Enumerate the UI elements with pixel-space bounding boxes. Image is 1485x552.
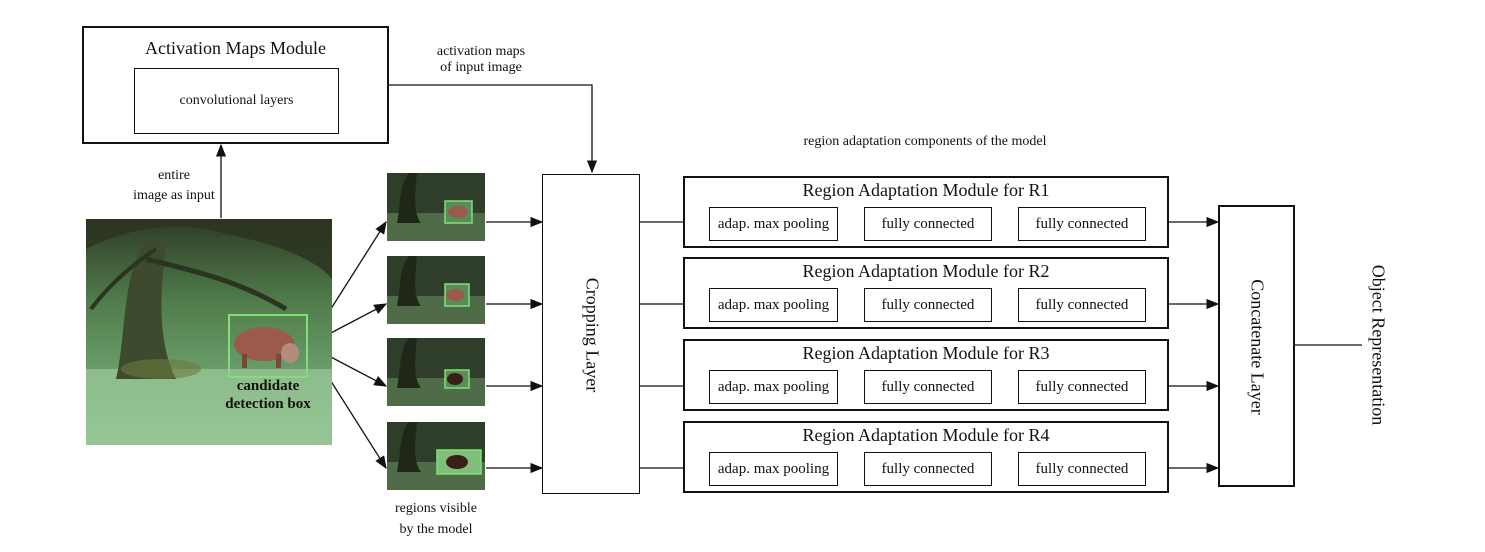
fully-connected-block: fully connected	[1018, 370, 1146, 404]
concatenate-layer-label: Concatenate Layer	[1247, 279, 1268, 415]
fully-connected-block: fully connected	[864, 370, 992, 404]
adap-max-pooling-block: adap. max pooling	[709, 288, 838, 322]
fully-connected-block: fully connected	[864, 207, 992, 241]
activation-module-title: Activation Maps Module	[145, 38, 326, 58]
adap-max-pooling-block: adap. max pooling	[709, 207, 838, 241]
region-module-title: Region Adaptation Module for R2	[802, 261, 1050, 281]
arrow-activation-to-cropping	[388, 84, 598, 174]
cropping-layer: Cropping Layer	[542, 174, 640, 494]
region-module-title: Region Adaptation Module for R4	[802, 425, 1050, 445]
region-module-title: Region Adaptation Module for R1	[802, 180, 1050, 200]
fully-connected-block: fully connected	[1018, 207, 1146, 241]
regions-visible-label: regions visible by the model	[394, 501, 478, 537]
region-module-r1: Region Adaptation Module for R1 adap. ma…	[683, 176, 1169, 248]
candidate-box-label: candidate detection box	[225, 378, 311, 412]
convolutional-layers-box: convolutional layers	[134, 68, 339, 134]
region-module-title: Region Adaptation Module for R3	[802, 343, 1050, 363]
region-thumbnail-r4	[387, 422, 485, 490]
cropping-layer-label: Cropping Layer	[582, 277, 603, 393]
fully-connected-block: fully connected	[864, 452, 992, 486]
fully-connected-block: fully connected	[864, 288, 992, 322]
activation-maps-label: activation maps of input image	[436, 44, 526, 75]
region-thumbnail-r2	[387, 256, 485, 324]
concatenate-layer: Concatenate Layer	[1218, 205, 1295, 487]
adap-max-pooling-block: adap. max pooling	[709, 452, 838, 486]
convolutional-layers-label: convolutional layers	[179, 93, 294, 108]
region-thumbnail-r3	[387, 338, 485, 406]
region-module-r2: Region Adaptation Module for R2 adap. ma…	[683, 257, 1169, 329]
fully-connected-block: fully connected	[1018, 288, 1146, 322]
activation-maps-module: Activation Maps Module convolutional lay…	[82, 26, 389, 144]
adap-max-pooling-block: adap. max pooling	[709, 370, 838, 404]
input-image-illustration	[86, 219, 332, 445]
region-module-r4: Region Adaptation Module for R4 adap. ma…	[683, 421, 1169, 493]
entire-image-label: entire image as input	[133, 168, 215, 203]
fully-connected-block: fully connected	[1018, 452, 1146, 486]
region-thumbnail-r1	[387, 173, 485, 241]
object-representation-label: Object Representation	[1368, 264, 1389, 426]
region-module-r3: Region Adaptation Module for R3 adap. ma…	[683, 339, 1169, 411]
region-components-label: region adaptation components of the mode…	[803, 134, 1047, 149]
input-image: candidate detection box	[86, 219, 332, 445]
